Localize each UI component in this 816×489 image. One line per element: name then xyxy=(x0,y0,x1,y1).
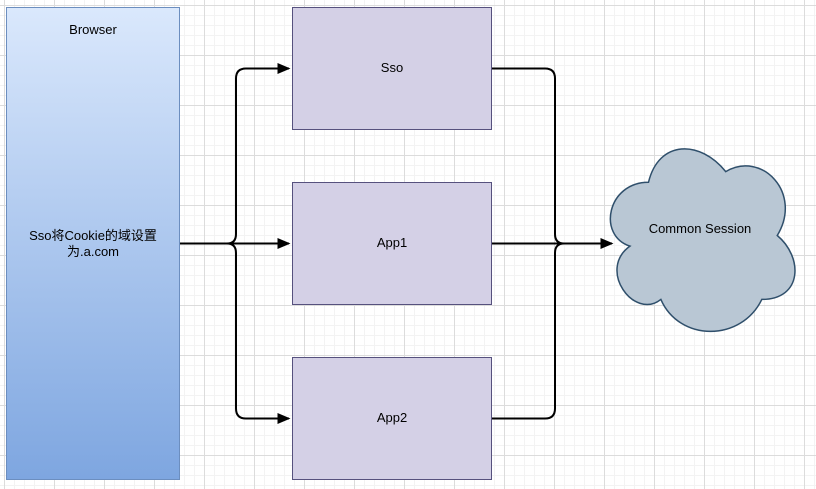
node-sso[interactable]: Sso xyxy=(292,7,492,130)
browser-title: Browser xyxy=(69,22,117,37)
node-browser[interactable]: Browser Sso将Cookie的域设置为.a.com xyxy=(6,7,180,480)
cloud-icon xyxy=(609,148,796,332)
edge-browser-to-app2[interactable] xyxy=(226,242,291,424)
node-common-session-cloud[interactable]: Common Session xyxy=(597,129,803,342)
edge-browser-to-sso[interactable] xyxy=(226,63,291,245)
edge-app2-to-cloud[interactable] xyxy=(492,242,565,420)
node-app2[interactable]: App2 xyxy=(292,357,492,480)
browser-note: Sso将Cookie的域设置为.a.com xyxy=(29,227,157,259)
node-sso-label: Sso xyxy=(380,60,404,76)
node-app2-label: App2 xyxy=(376,410,408,426)
edge-sso-to-cloud[interactable] xyxy=(492,67,565,245)
cloud-label: Common Session xyxy=(648,220,752,236)
node-app1[interactable]: App1 xyxy=(292,182,492,305)
node-app1-label: App1 xyxy=(376,235,408,251)
